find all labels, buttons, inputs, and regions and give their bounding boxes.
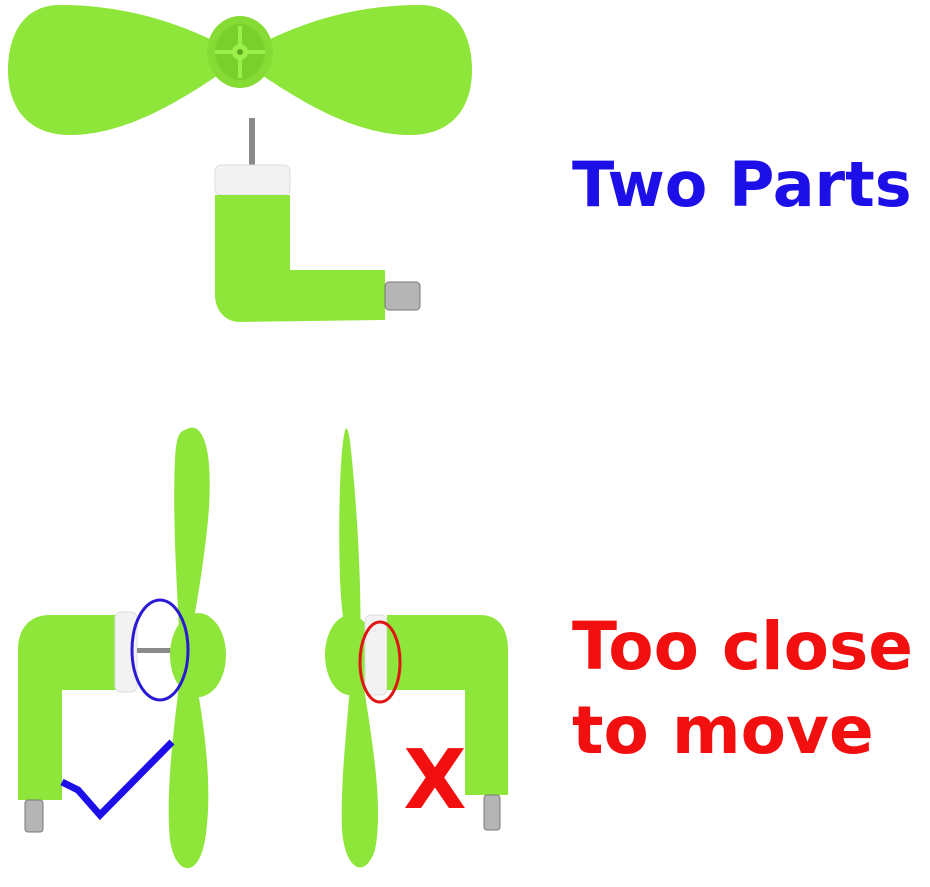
check-mark-icon [60,739,175,821]
two-parts-caption: Two Parts [572,148,912,221]
assembly-incorrect [325,428,508,868]
too-close-line-2: to move [572,692,874,769]
too-close-caption: Too close to move [572,605,913,773]
motor-adapter-top [214,118,421,322]
too-close-line-1: Too close [572,608,914,685]
propeller-top [8,5,472,135]
assembly-correct [18,427,226,869]
x-mark-text: X [403,733,466,828]
x-mark-icon: X [403,733,466,828]
